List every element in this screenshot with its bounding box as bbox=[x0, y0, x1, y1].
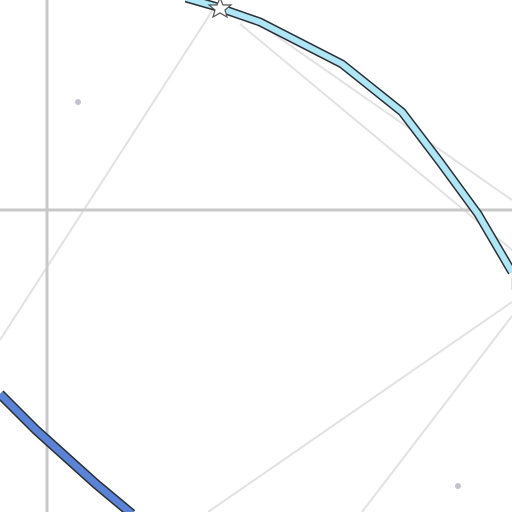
minor-road bbox=[247, 15, 512, 201]
route-casing bbox=[184, 0, 512, 275]
poi-dot[interactable] bbox=[75, 99, 81, 105]
poi-dot[interactable] bbox=[455, 483, 461, 489]
star-marker-icon[interactable] bbox=[207, 0, 233, 19]
minor-road bbox=[361, 315, 512, 512]
dark-blue-route[interactable] bbox=[0, 390, 136, 512]
route-line bbox=[0, 391, 135, 512]
light-blue-route[interactable] bbox=[184, 0, 512, 275]
route-line bbox=[185, 0, 512, 274]
minor-road bbox=[207, 301, 512, 512]
minor-roads bbox=[0, 7, 512, 512]
minor-road bbox=[239, 23, 512, 251]
minor-road bbox=[0, 7, 215, 341]
